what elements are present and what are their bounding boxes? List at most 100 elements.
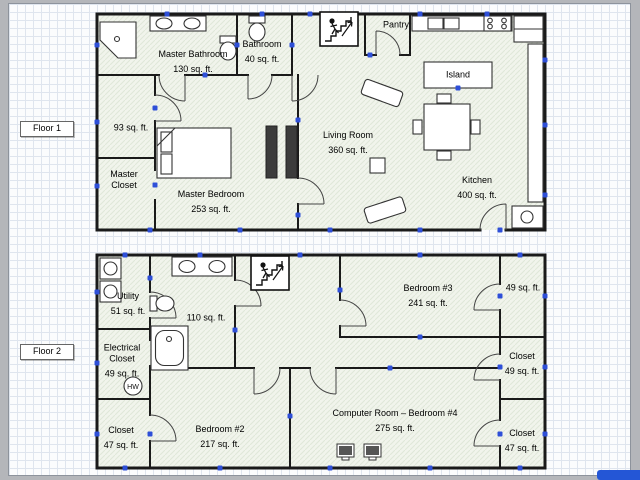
dryer-icon[interactable] — [99, 280, 122, 303]
connection-handle-dot[interactable] — [497, 293, 503, 299]
floor1-tab[interactable]: Floor 1 — [20, 121, 74, 137]
connection-handle-dot[interactable] — [94, 119, 100, 125]
door-arc[interactable] — [297, 177, 325, 205]
connection-handle-dot[interactable] — [417, 227, 423, 233]
door-arc[interactable] — [309, 367, 337, 395]
sink-icon[interactable] — [155, 17, 173, 30]
door-arc[interactable] — [291, 74, 319, 102]
door-arc[interactable] — [158, 74, 186, 102]
side-table-icon[interactable] — [369, 157, 386, 174]
connection-handle-dot[interactable] — [237, 227, 243, 233]
connection-handle-dot[interactable] — [94, 42, 100, 48]
connection-handle-dot[interactable] — [542, 192, 548, 198]
connection-handle-dot[interactable] — [297, 252, 303, 258]
connection-handle-dot[interactable] — [289, 42, 295, 48]
connection-handle-dot[interactable] — [217, 465, 223, 471]
connection-handle-dot[interactable] — [497, 431, 503, 437]
sink-icon[interactable] — [178, 259, 196, 274]
connection-handle-dot[interactable] — [202, 72, 208, 78]
connection-handle-dot[interactable] — [542, 57, 548, 63]
connection-handle-dot[interactable] — [147, 275, 153, 281]
door-arc[interactable] — [253, 367, 281, 395]
chair-icon[interactable] — [412, 119, 423, 135]
connection-handle-dot[interactable] — [147, 227, 153, 233]
connection-handle-dot[interactable] — [417, 11, 423, 17]
connection-handle-dot[interactable] — [367, 52, 373, 58]
connection-handle-dot[interactable] — [417, 334, 423, 340]
connection-handle-dot[interactable] — [164, 11, 170, 17]
connection-handle-dot[interactable] — [337, 287, 343, 293]
door-arc[interactable] — [339, 299, 367, 327]
floor2-fixtures[interactable]: HW — [99, 255, 382, 461]
connection-handle-dot[interactable] — [517, 252, 523, 258]
connection-handle-dot[interactable] — [417, 252, 423, 258]
toilet-bowl-icon[interactable] — [155, 295, 175, 312]
water-heater-icon[interactable] — [123, 376, 143, 396]
floor1-door-swings[interactable] — [154, 30, 507, 231]
connection-handle-dot[interactable] — [197, 252, 203, 258]
connection-handle-dot[interactable] — [234, 42, 240, 48]
kitchen-sink-icon[interactable] — [427, 17, 444, 30]
sink-icon[interactable] — [183, 17, 201, 30]
chair-icon[interactable] — [436, 150, 452, 161]
dining-table-icon[interactable] — [423, 103, 471, 151]
door-arc[interactable] — [247, 74, 273, 100]
chair-icon[interactable] — [470, 119, 481, 135]
double-door-panel[interactable] — [265, 125, 278, 179]
connection-handle-dot[interactable] — [542, 431, 548, 437]
double-door-panel[interactable] — [285, 125, 298, 179]
floor2-tab[interactable]: Floor 2 — [20, 344, 74, 360]
connection-handle-dot[interactable] — [152, 105, 158, 111]
door-arc[interactable] — [473, 283, 501, 311]
door-arc[interactable] — [149, 414, 177, 442]
floor1-fixtures[interactable] — [99, 11, 544, 229]
toilet-bowl-icon[interactable] — [219, 41, 237, 61]
door-arc[interactable] — [473, 419, 501, 447]
connection-handle-dot[interactable] — [232, 327, 238, 333]
corner-shower-icon[interactable] — [99, 21, 137, 59]
connection-handle-dot[interactable] — [122, 252, 128, 258]
bathtub-icon[interactable] — [150, 325, 189, 371]
kitchen-island-icon[interactable] — [423, 61, 493, 89]
kitchen-sink-icon[interactable] — [443, 17, 460, 30]
connection-handle-dot[interactable] — [327, 465, 333, 471]
connection-handle-dot[interactable] — [427, 465, 433, 471]
appliance-icon[interactable] — [511, 205, 544, 229]
washer-icon[interactable] — [99, 257, 122, 280]
floor2-door-swings[interactable] — [149, 279, 501, 447]
connection-handle-dot[interactable] — [455, 85, 461, 91]
toilet-bowl-icon[interactable] — [248, 22, 266, 42]
connection-handle-dot[interactable] — [295, 212, 301, 218]
connection-handle-dot[interactable] — [147, 431, 153, 437]
connection-handle-dot[interactable] — [122, 465, 128, 471]
door-arc[interactable] — [154, 94, 182, 122]
connection-handle-dot[interactable] — [152, 182, 158, 188]
door-arc[interactable] — [473, 353, 501, 381]
chair-icon[interactable] — [436, 93, 452, 104]
door-arc[interactable] — [375, 30, 401, 56]
connection-handle-dot[interactable] — [542, 122, 548, 128]
connection-handle-dot[interactable] — [542, 293, 548, 299]
connection-handle-dot[interactable] — [287, 413, 293, 419]
stairs-up-icon[interactable] — [319, 11, 359, 47]
connection-handle-dot[interactable] — [295, 117, 301, 123]
stairs-up-icon[interactable] — [250, 255, 290, 291]
connection-handle-dot[interactable] — [542, 364, 548, 370]
connection-handle-dot[interactable] — [94, 183, 100, 189]
sofa-icon[interactable] — [363, 196, 407, 224]
connection-handle-dot[interactable] — [387, 365, 393, 371]
counter-icon[interactable] — [527, 43, 544, 203]
door-arc[interactable] — [479, 203, 507, 231]
toilet-tank-icon[interactable] — [248, 15, 266, 24]
connection-handle-dot[interactable] — [327, 227, 333, 233]
connection-handle-dot[interactable] — [517, 465, 523, 471]
connection-handle-dot[interactable] — [259, 11, 265, 17]
stove-icon[interactable] — [483, 15, 512, 32]
connection-handle-dot[interactable] — [94, 431, 100, 437]
connection-handle-dot[interactable] — [497, 227, 503, 233]
connection-handle-dot[interactable] — [484, 11, 490, 17]
connection-handle-dot[interactable] — [94, 360, 100, 366]
sink-icon[interactable] — [208, 259, 226, 274]
floor2-plan[interactable]: HW — [95, 253, 547, 470]
connection-handle-dot[interactable] — [307, 11, 313, 17]
